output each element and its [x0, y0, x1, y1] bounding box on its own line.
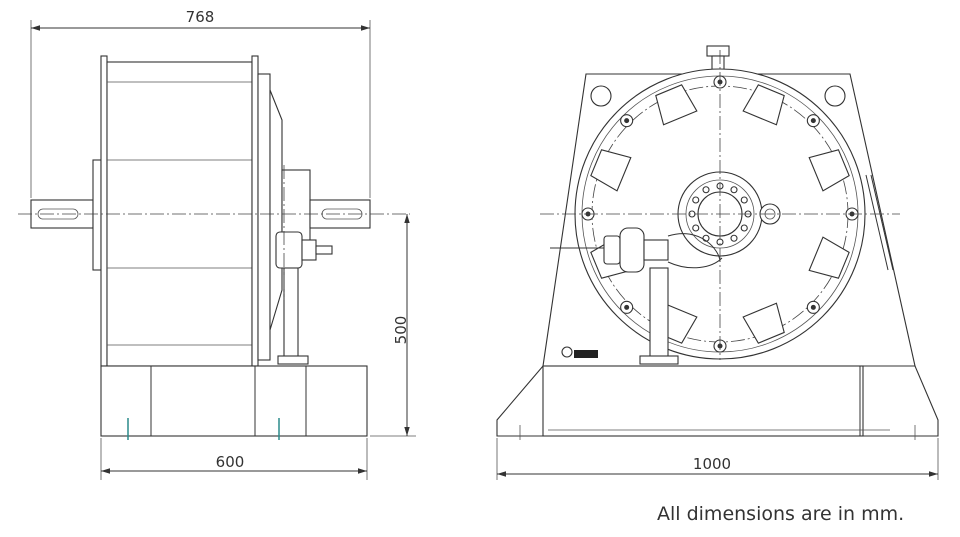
hub-bolt	[730, 186, 738, 194]
hub-bolt	[740, 224, 748, 232]
pole-pad	[655, 84, 698, 126]
pole-pad	[590, 149, 632, 192]
pole-pad	[808, 149, 850, 192]
hub-bolt	[702, 186, 710, 194]
side-view: 768	[18, 8, 416, 480]
hub-bolt	[692, 196, 700, 204]
front-view: 1000	[496, 45, 939, 480]
pole-pad	[742, 302, 785, 344]
base-side	[100, 365, 368, 437]
hub-bolt	[730, 234, 738, 242]
pole-pad	[808, 236, 850, 279]
pole-pads	[581, 75, 859, 353]
units-note: All dimensions are in mm.	[657, 503, 905, 525]
dim-500: 500	[392, 316, 410, 345]
pole-pad	[742, 84, 785, 126]
dim-600: 600	[216, 453, 245, 471]
hub-bolt	[692, 224, 700, 232]
hub-bolt	[740, 196, 748, 204]
dim-1000: 1000	[693, 455, 731, 473]
dim-768: 768	[186, 8, 215, 26]
